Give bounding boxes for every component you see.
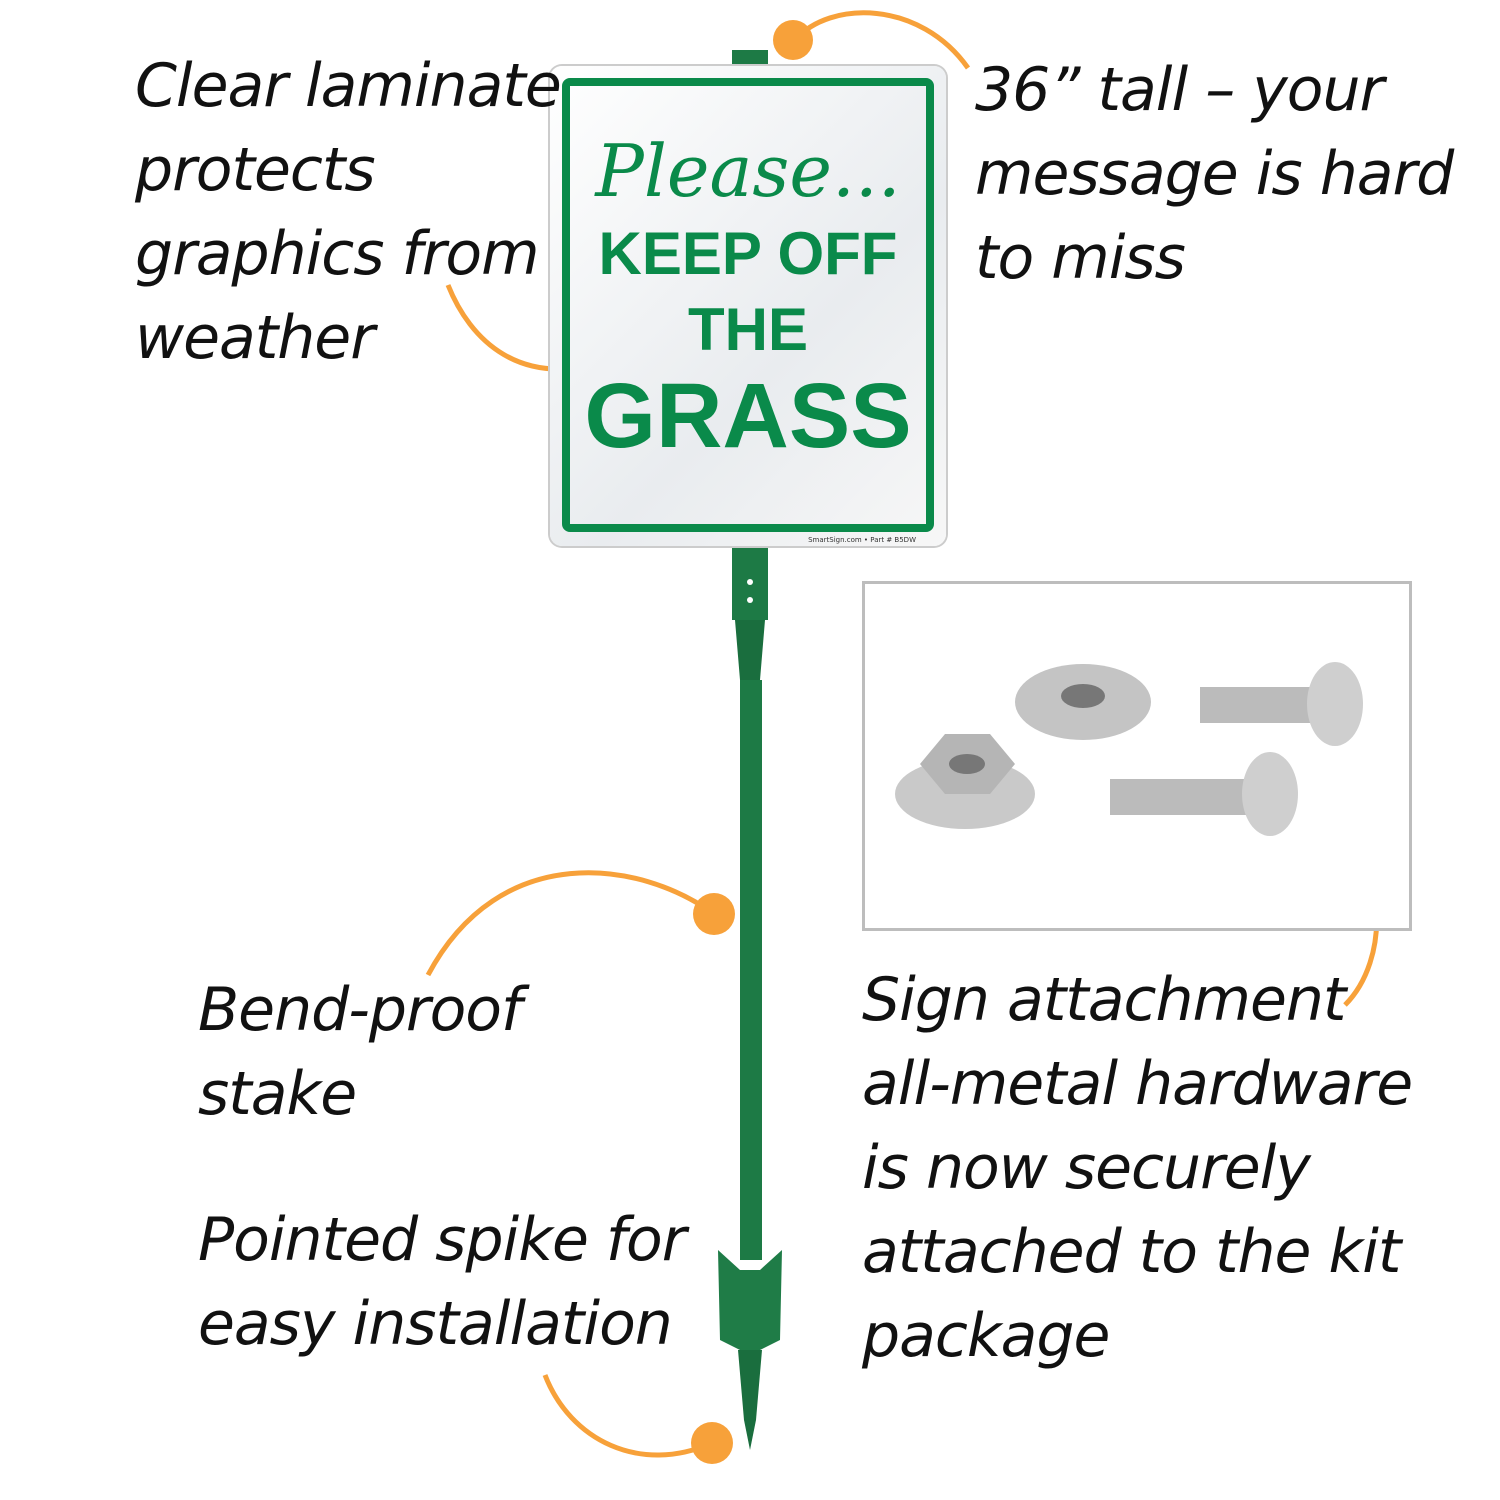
sign-border: Please... KEEP OFF THE GRASS [562, 78, 934, 532]
caption-laminate: Clear laminate protects graphics from we… [135, 51, 562, 373]
hardware-icon [895, 662, 1363, 836]
sign-footer: SmartSign.com • Part # B5DW [808, 536, 916, 544]
caption-spike: Pointed spike for easy installation [198, 1205, 686, 1359]
sign-panel: Please... KEEP OFF THE GRASS SmartSign.c… [550, 66, 946, 546]
sign-keep-off: KEEP OFF [598, 220, 898, 287]
caption-stake: Bend-proof stake [198, 975, 522, 1129]
sign-the: THE [688, 296, 808, 363]
sign-grass: GRASS [584, 365, 912, 467]
hardware-photo [862, 581, 1412, 931]
sign-please: Please... [595, 129, 901, 213]
caption-tall: 36” tall – your message is hard to miss [975, 55, 1454, 293]
caption-hardware: Sign attachment all-metal hardware is no… [862, 965, 1413, 1371]
